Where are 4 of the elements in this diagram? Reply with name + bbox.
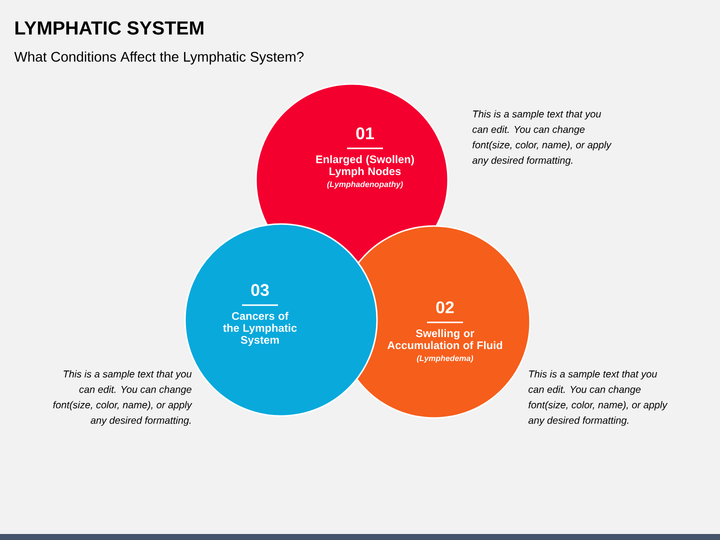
description-text: This is a sample text that you can edit. You can change font(size, color, name), or apply any desired formatting.: [528, 370, 668, 426]
subtitle: What Conditions Affect the Lymphatic System?: [14, 52, 304, 64]
description-text: This is a sample text that you can edit. You can change font(size, color, name), or apply any desired formatting.: [472, 110, 612, 166]
title: LYMPHATIC SYSTEM: [15, 21, 204, 35]
